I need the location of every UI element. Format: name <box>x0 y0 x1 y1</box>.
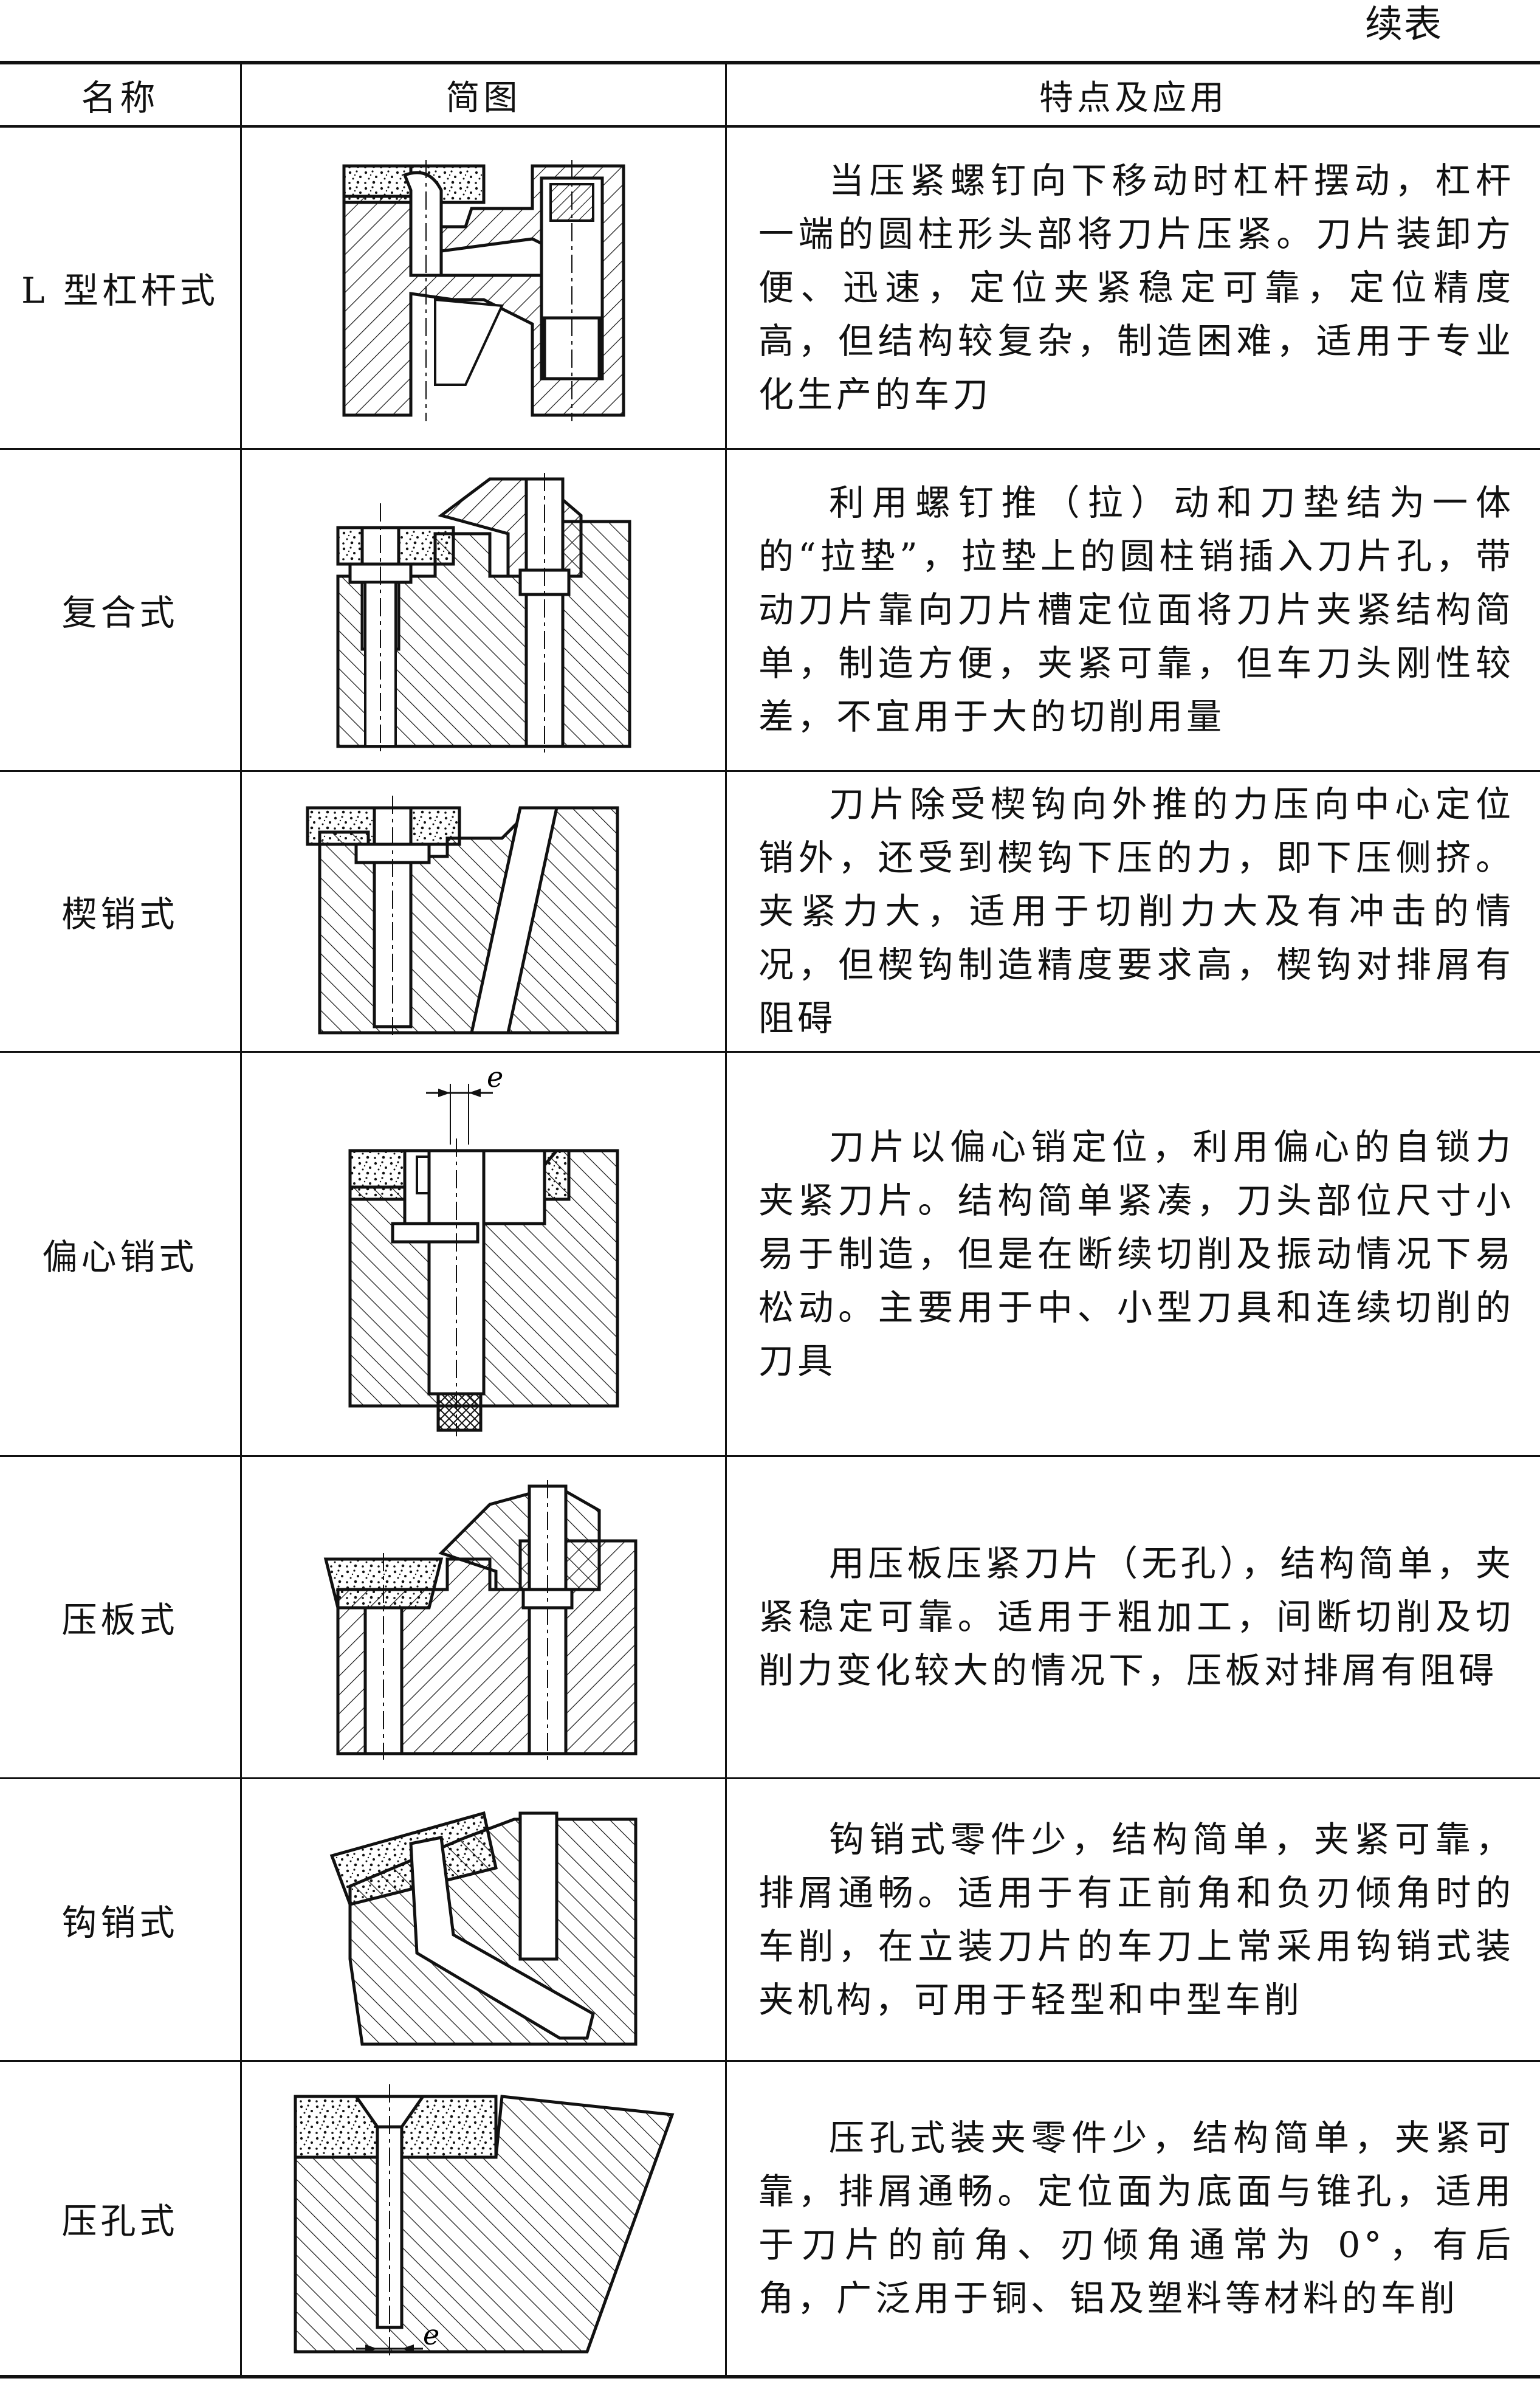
hook-pin-clamp-diagram <box>240 1778 727 2061</box>
eccentric-pin-clamp-drawing: e <box>348 1066 619 1436</box>
row-name: L 型杠杆式 <box>0 126 242 449</box>
hook-pin-clamp-drawing <box>329 1811 637 2045</box>
header-figure: 简图 <box>240 63 727 126</box>
row-name: 复合式 <box>0 449 242 771</box>
table-row: 偏心销式 e 刀片 <box>0 1052 1540 1456</box>
l-lever-clamp-drawing <box>342 160 625 422</box>
header-name: 名称 <box>0 63 242 126</box>
row-description: 压孔式装夹零件少，结构简单，夹紧可靠，排屑通畅。定位面为底面与锥孔，适用于刀片的… <box>725 2061 1540 2377</box>
row-description: 当压紧螺钉向下移动时杠杆摆动，杠杆一端的圆柱形头部将刀片压紧。刀片装卸方便、迅速… <box>725 126 1540 449</box>
hole-clamp-drawing: e <box>294 2084 674 2358</box>
row-name: 偏心销式 <box>0 1052 242 1456</box>
table-row: 复合式 利用螺钉推（拉）动和刀垫结为一体的“拉垫”，拉垫上的圆柱销插入刀片孔，带… <box>0 449 1540 771</box>
row-name: 压板式 <box>0 1456 242 1778</box>
table-row: 楔销式 刀片除受楔钩向外推的力压向中心定位销外，还受到楔钩下压的力，即下压侧挤。… <box>0 771 1540 1052</box>
row-name: 楔销式 <box>0 771 242 1052</box>
clamp-plate-drawing <box>323 1480 637 1760</box>
row-description: 刀片除受楔钩向外推的力压向中心定位销外，还受到楔钩下压的力，即下压侧挤。夹紧力大… <box>725 771 1540 1052</box>
table-row: 压板式 用压板压紧刀片（无孔），结构简单，夹紧稳定可靠。适用于粗加工，间断切削及… <box>0 1456 1540 1778</box>
eccentric-pin-clamp-diagram: e <box>240 1052 727 1456</box>
row-description: 利用螺钉推（拉）动和刀垫结为一体的“拉垫”，拉垫上的圆柱销插入刀片孔，带动刀片靠… <box>725 449 1540 771</box>
hole-clamp-diagram: e <box>240 2061 727 2377</box>
clamping-methods-table: 名称 简图 特点及应用 L 型杠杆式 <box>0 61 1540 2378</box>
row-description: 钩销式零件少，结构简单，夹紧可靠，排屑通畅。适用于有正前角和负刃倾角时的车削，在… <box>725 1778 1540 2061</box>
row-description: 刀片以偏心销定位，利用偏心的自锁力夹紧刀片。结构简单紧凑，刀头部位尺寸小易于制造… <box>725 1052 1540 1456</box>
dim-label-e: e <box>423 2318 439 2351</box>
clamp-plate-diagram <box>240 1456 727 1778</box>
dim-label-e: e <box>487 1066 503 1094</box>
row-name: 压孔式 <box>0 2061 242 2377</box>
table-row: 钩销式 钩销式零件少，结构简单，夹紧可靠，排屑通畅。适用于有正前角和负刃倾角时的… <box>0 1778 1540 2061</box>
continued-label: 续表 <box>1364 2 1443 46</box>
compound-clamp-diagram <box>240 449 727 771</box>
compound-clamp-drawing <box>336 473 631 753</box>
row-name: 钩销式 <box>0 1778 242 2061</box>
wedge-pin-clamp-drawing <box>306 796 619 1036</box>
row-description: 用压板压紧刀片（无孔），结构简单，夹紧稳定可靠。适用于粗加工，间断切削及切削力变… <box>725 1456 1540 1778</box>
table-row: L 型杠杆式 当压紧螺钉向下移动时杠杆摆动，杠杆一端的圆柱形头部将刀片压紧。刀片… <box>0 126 1540 449</box>
table-header-row: 名称 简图 特点及应用 <box>0 63 1540 126</box>
header-features: 特点及应用 <box>725 63 1540 126</box>
table-row: 压孔式 e 压孔式装夹零件少，结构简单，夹紧可靠，排屑通畅。定位面为底面与锥孔，… <box>0 2061 1540 2377</box>
wedge-pin-clamp-diagram <box>240 771 727 1052</box>
l-lever-clamp-diagram <box>240 126 727 449</box>
